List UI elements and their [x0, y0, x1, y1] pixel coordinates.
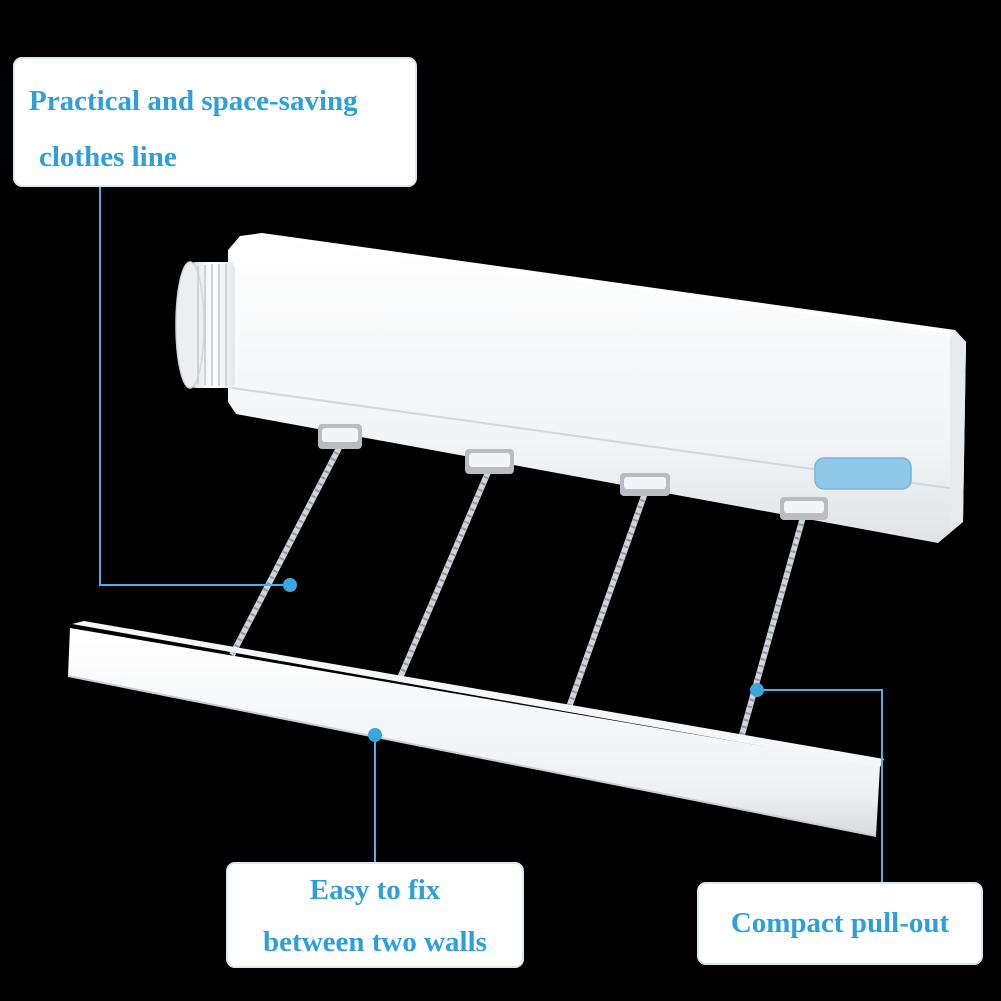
housing-right-end — [950, 330, 966, 530]
callout-bottom-right-line1: Compact pull-out — [730, 907, 950, 939]
callout-top-line1: Practical and space-saving — [29, 85, 358, 117]
callout-bottom-left-line2: between two walls — [263, 926, 487, 958]
cord-slot-1 — [318, 424, 362, 449]
cord-1 — [229, 444, 343, 657]
cord-4 — [737, 516, 806, 743]
leader-line-top — [99, 187, 297, 592]
callout-top-line2: clothes line — [39, 141, 177, 173]
callout-space-saving: Practical and space-saving clothes line — [13, 57, 417, 187]
cord-slot-2 — [465, 449, 514, 474]
housing — [175, 233, 966, 543]
winding-knob — [175, 261, 235, 389]
leader-dot-bottom-right — [750, 683, 764, 697]
cord-2 — [397, 468, 492, 680]
callout-easy-to-fix: Easy to fix between two walls — [226, 862, 524, 968]
housing-top-edge — [261, 234, 953, 335]
bar-front — [68, 628, 880, 836]
callout-bottom-left-line1: Easy to fix — [309, 874, 441, 906]
housing-body — [228, 233, 966, 543]
leader-dot-bottom-left — [368, 728, 382, 742]
leader-line-bottom-left — [368, 728, 382, 862]
callout-compact-pull-out: Compact pull-out — [697, 882, 983, 965]
cord-slot-3 — [620, 473, 670, 496]
cords — [229, 444, 806, 743]
cord-3 — [565, 491, 648, 712]
lock-tab — [814, 457, 912, 490]
pull-out-bar — [67, 621, 884, 837]
leader-dot-top — [283, 578, 297, 592]
leader-line-bottom-right — [750, 683, 883, 882]
bar-top — [72, 621, 884, 767]
cord-slot-4 — [780, 497, 828, 520]
bar-bottom-edge — [67, 675, 877, 837]
